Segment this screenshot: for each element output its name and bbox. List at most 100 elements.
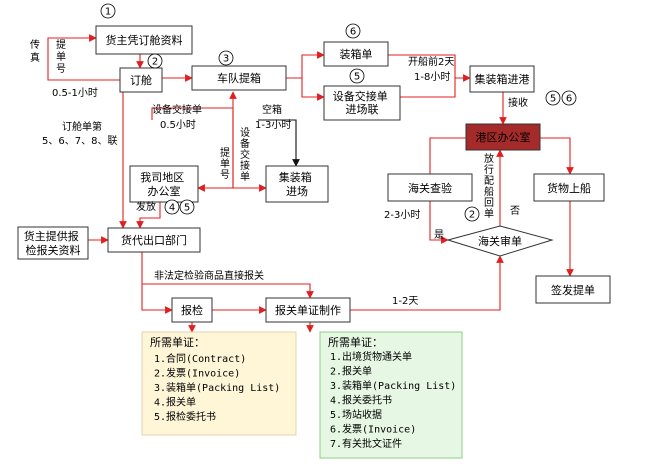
declaration-to-review-arrow [350, 255, 504, 311]
container-port-label: 集装箱进港 [475, 72, 530, 86]
node-shipper-docs: 货主提供报 检报关资料 [17, 226, 89, 260]
svg-text:5: 5 [550, 94, 556, 105]
step-circle-2: 2 [147, 53, 163, 69]
inspection-docs-title: 所需单证： [150, 336, 205, 349]
edge-labels: 传 真 提 单 号 0.5-1小时 订舱单第 5、6、7、8、联 设备交接单 0… [30, 39, 528, 307]
one-eight-hours-label: 1-8小时 [414, 71, 450, 83]
container-entry-line1: 集装箱 [279, 170, 312, 184]
inspection-docs-item: 5.报检委托书 [154, 410, 216, 423]
node-local-office: 我司地区 办公室 [129, 165, 199, 203]
bl-vertical-label: 提 单 号 [220, 147, 233, 181]
shipper-docs-line2: 检报关资料 [26, 243, 81, 257]
declaration-docs-item: 7.有关批文证件 [330, 437, 402, 450]
booking-label: 订舱 [130, 73, 152, 87]
step-circle-6-top: 6 [345, 23, 361, 39]
node-customs-inspection: 海关查验 [387, 173, 473, 202]
inspection-docs-item: 1.合同(Contract) [154, 352, 246, 365]
eir-entry-line2: 进场联 [346, 102, 379, 116]
forwarder-export-label: 货代出口部门 [121, 233, 187, 247]
inspection-label: 报检 [181, 303, 203, 317]
declaration-docs-title: 所需单证： [328, 336, 383, 349]
svg-text:6: 6 [350, 27, 356, 38]
eir-label: 设备交接单 [152, 103, 202, 116]
node-declaration: 报关单证制作 [265, 297, 351, 323]
svg-text:2: 2 [469, 210, 475, 221]
packing-to-port-arrow [388, 54, 471, 82]
eir-top-line [151, 107, 233, 120]
connectors [47, 34, 574, 333]
node-packing-list: 装箱单 [323, 41, 389, 67]
no-label: 否 [510, 205, 520, 217]
cargo-loading-label: 货物上船 [547, 181, 591, 195]
inspection-docs-item: 2.发票(Invoice) [154, 367, 240, 380]
declaration-docs-item: 2.报关单 [330, 365, 372, 378]
empty-box-arrow [258, 119, 300, 167]
declaration-docs-item: 4.报关委托书 [330, 394, 392, 407]
one-three-hours-label: 1-3小时 [255, 119, 291, 131]
empty-box-label: 空箱 [262, 103, 282, 116]
node-eir-entry: 设备交接单 进场联 [323, 85, 401, 121]
declaration-docs-item: 3.装箱单(Packing List) [330, 379, 456, 392]
svg-text:5: 5 [354, 72, 360, 83]
svg-text:6: 6 [566, 94, 572, 105]
inspection-docs-item: 4.报关单 [154, 396, 196, 409]
half-hour-label: 0.5小时 [160, 119, 196, 131]
local-office-line1: 我司地区 [140, 171, 184, 184]
node-shipper-booking: 货主凭订舱资料 [95, 25, 193, 55]
svg-text:5: 5 [184, 203, 190, 214]
shipper-docs-label: 货主提供报 检报关资料 [24, 229, 83, 257]
node-truck-pickup: 车队提箱 [191, 65, 287, 91]
declaration-docs-item: 5.场站收据 [330, 408, 382, 421]
node-customs-review: 海关审单 [446, 225, 554, 257]
shipper-docs-line1: 货主提供报 [24, 229, 79, 243]
node-inspection: 报检 [171, 297, 213, 323]
declaration-docs-item: 1.出境货物通关单 [330, 350, 412, 363]
node-container-entry: 集装箱 进场 [265, 165, 329, 203]
fax-to-booking-arrow [47, 34, 97, 55]
step-circles: 1 2 3 6 5 5 6 4 5 2 [100, 3, 577, 222]
container-entry-line2: 进场 [286, 184, 308, 198]
port-office-label: 港区办公室 [476, 130, 531, 144]
svg-text:2: 2 [152, 57, 158, 68]
inspection-docs-note: 所需单证： 1.合同(Contract)2.发票(Invoice)3.装箱单(P… [141, 331, 297, 436]
release-vertical-label: 放 行 配 船 回 单 [484, 152, 497, 220]
step-circle-4: 4 [164, 199, 180, 215]
customs-inspection-label: 海关查验 [408, 181, 452, 195]
bl-no-label-left: 提 单 号 [56, 39, 69, 75]
booking-copies-label: 订舱单第 5、6、7、8、联 [42, 120, 117, 147]
office-to-loading-arrow [540, 137, 574, 175]
office-to-inspection-line [429, 137, 466, 174]
step-circle-5-issue: 5 [179, 199, 195, 215]
local-office-line2: 办公室 [148, 184, 181, 198]
yes-label: 是 [434, 229, 444, 241]
node-booking: 订舱 [119, 67, 163, 93]
packing-list-label: 装箱单 [340, 47, 373, 61]
direct-declaration-label: 非法定检验商品直接报关 [154, 269, 264, 282]
eir-entry-line1: 设备交接单 [333, 89, 388, 103]
inspection-to-review-arrow [429, 201, 449, 244]
local-to-forwarder-arrow [136, 202, 161, 229]
step-circle-3: 3 [218, 50, 234, 66]
local-office-label: 我司地区 办公室 [140, 171, 188, 198]
container-entry-label: 集装箱 进场 [279, 170, 316, 198]
truck-to-packing-arrow [285, 51, 325, 79]
node-sign-bl: 签发提单 [535, 275, 611, 304]
inspection-docs-items: 1.合同(Contract)2.发票(Invoice)3.装箱单(Packing… [154, 352, 280, 423]
fax-label: 传 真 [30, 39, 43, 64]
svg-text:1: 1 [105, 7, 111, 18]
step-circle-6-port: 6 [561, 90, 577, 106]
shipper-booking-label: 货主凭订舱资料 [106, 33, 183, 47]
svg-text:3: 3 [223, 54, 229, 65]
issue-label: 发放 [136, 200, 156, 213]
node-forwarder-export: 货代出口部门 [107, 227, 201, 253]
eir-entry-label: 设备交接单 进场联 [333, 89, 392, 116]
step-circle-5-top: 5 [349, 68, 365, 84]
node-container-port: 集装箱进港 [469, 65, 535, 93]
declaration-label: 报关单证制作 [275, 303, 341, 317]
forwarder-to-inspection-arrow [141, 252, 173, 314]
declaration-docs-item: 6.发票(Invoice) [330, 423, 416, 436]
truck-to-eir-arrow [301, 78, 325, 101]
